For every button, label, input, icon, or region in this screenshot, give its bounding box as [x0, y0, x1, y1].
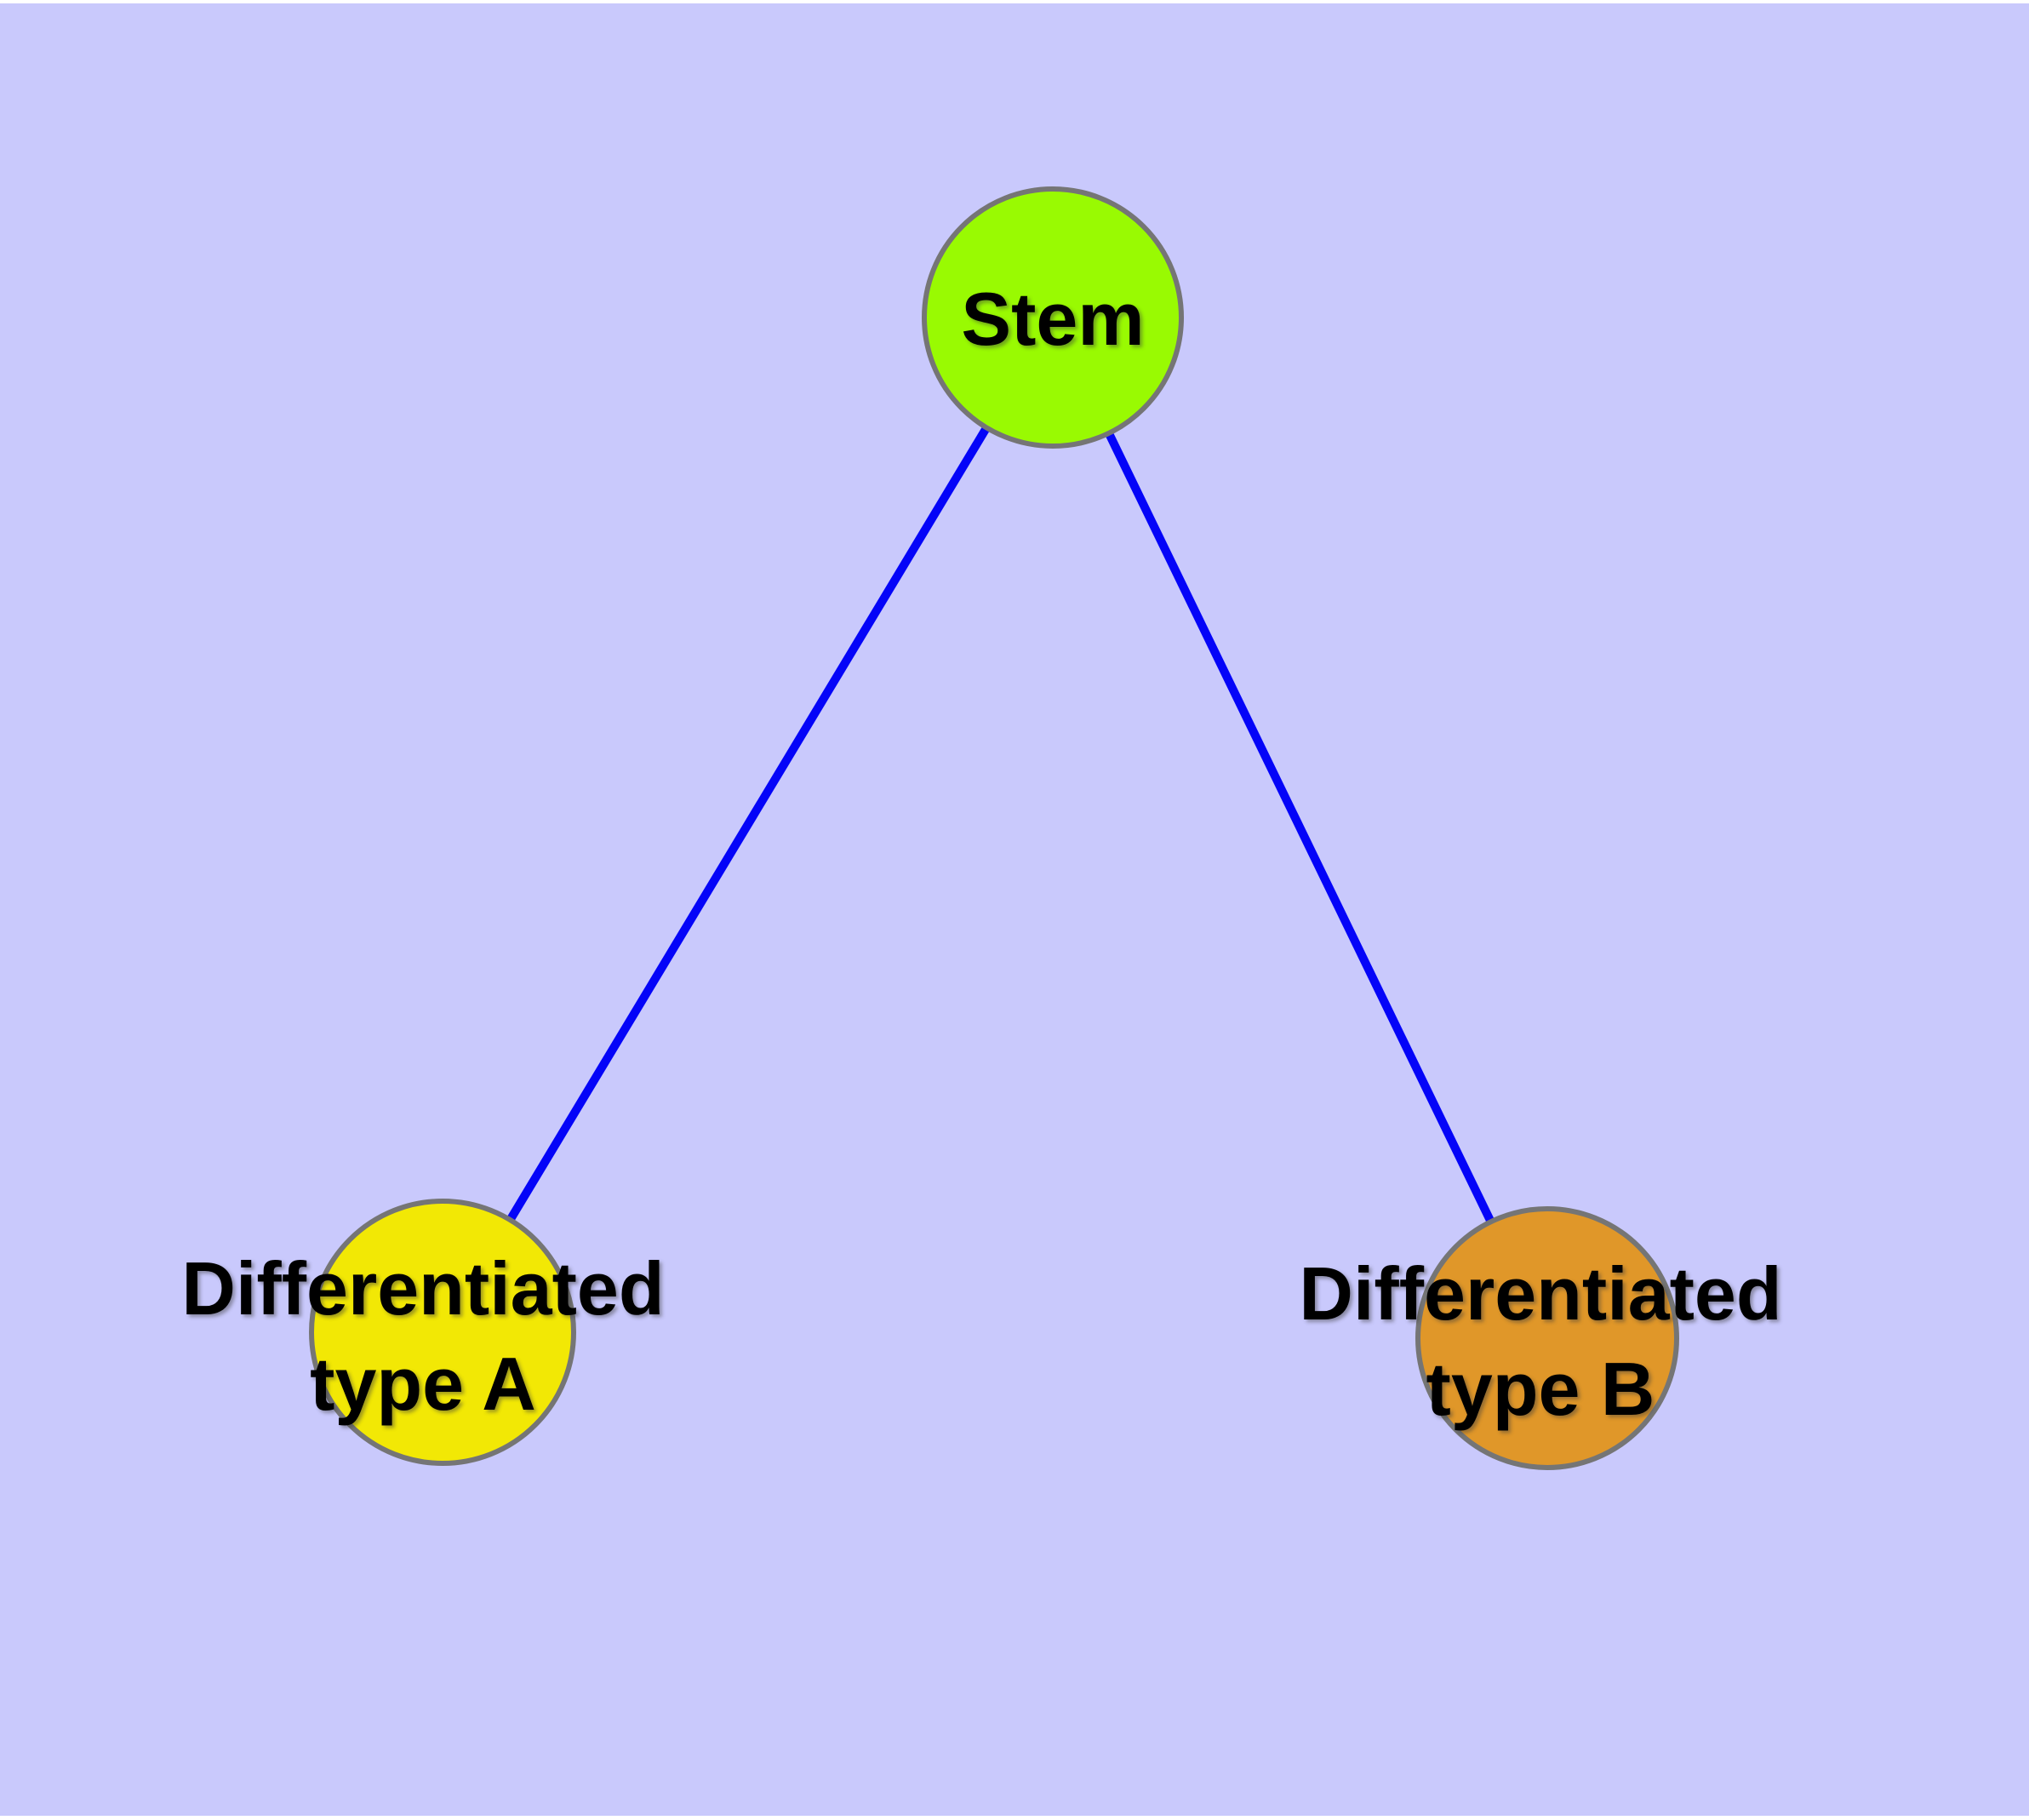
node-type-a-label: Differentiated type A	[181, 1241, 664, 1432]
node-type-b-label-line2: type B	[1426, 1347, 1655, 1431]
node-stem-label-text: Stem	[961, 277, 1145, 361]
edge-stem-to-type-b	[1049, 315, 1552, 1341]
edge-stem-to-type-a	[438, 315, 1057, 1335]
node-type-a-label-line2: type A	[310, 1342, 536, 1426]
node-stem-label: Stem	[961, 272, 1144, 367]
node-type-b-label-line1: Differentiated	[1299, 1251, 1782, 1336]
node-type-a-label-line1: Differentiated	[181, 1246, 665, 1331]
node-stem-circle[interactable]	[922, 186, 1184, 449]
node-type-b-circle[interactable]	[1415, 1206, 1679, 1470]
node-type-a-circle[interactable]	[309, 1199, 576, 1466]
node-type-b-label: Differentiated type B	[1299, 1246, 1781, 1437]
